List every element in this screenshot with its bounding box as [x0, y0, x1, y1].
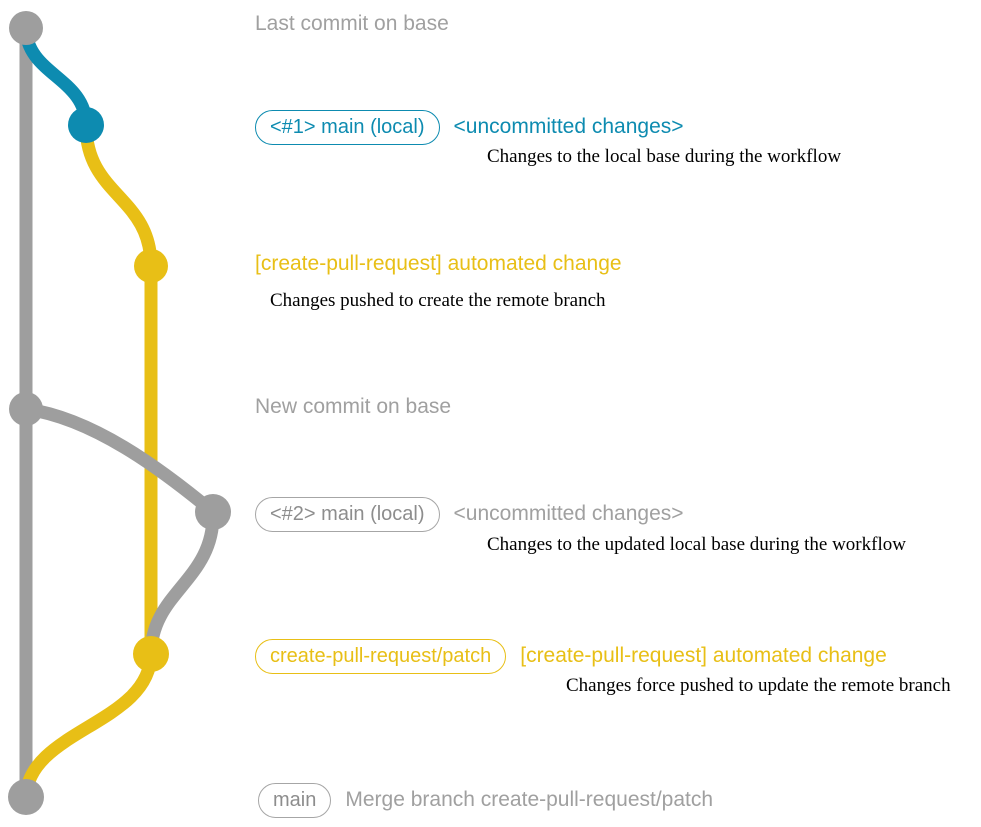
commit-node-c0	[9, 11, 43, 45]
commit-row-automated-change-1: [create-pull-request] automated change	[255, 253, 622, 274]
commit-row-new-commit: New commit on base	[255, 396, 451, 417]
commit-detail-local-2: Changes to the updated local base during…	[487, 534, 906, 555]
edge-c5-c6	[19, 647, 158, 804]
branch-badge-main-local-2[interactable]: <#2> main (local)	[255, 497, 440, 532]
commit-message-automated-change-1: [create-pull-request] automated change	[255, 252, 622, 275]
edge-c1-c2	[79, 118, 158, 273]
commit-node-c1	[68, 107, 104, 143]
commit-node-c2	[134, 249, 168, 283]
commit-node-c5	[133, 636, 169, 672]
commit-detail-local-1: Changes to the local base during the wor…	[487, 146, 842, 167]
commit-node-c6	[8, 779, 44, 815]
commit-node-c3	[9, 392, 43, 426]
commit-row-automated-change-2: create-pull-request/patch [create-pull-r…	[255, 639, 887, 674]
branch-badge-main-local-1[interactable]: <#1> main (local)	[255, 110, 440, 145]
commit-row-local-2: <#2> main (local) <uncommitted changes>	[255, 497, 684, 532]
commit-nodes	[8, 11, 231, 815]
branch-badge-main[interactable]: main	[258, 783, 332, 818]
commit-row-merge: main Merge branch create-pull-request/pa…	[258, 783, 713, 818]
commit-row-last-commit: Last commit on base	[255, 13, 449, 34]
commit-node-c4	[195, 494, 231, 530]
commit-message-new-commit: New commit on base	[255, 395, 452, 418]
commit-message-local-1: <uncommitted changes>	[453, 115, 684, 138]
commit-message-local-2: <uncommitted changes>	[453, 502, 684, 525]
commit-detail-automated-change-1: Changes pushed to create the remote bran…	[270, 290, 606, 311]
edge-c3-c4	[19, 402, 220, 519]
edge-c4-c5	[144, 505, 220, 661]
commit-message-last-commit: Last commit on base	[255, 12, 449, 35]
commit-detail-automated-change-2: Changes force pushed to update the remot…	[566, 675, 951, 696]
commit-message-merge: Merge branch create-pull-request/patch	[345, 788, 714, 811]
commit-message-automated-change-2: [create-pull-request] automated change	[520, 644, 887, 667]
commit-row-local-1: <#1> main (local) <uncommitted changes>	[255, 110, 684, 145]
branch-badge-create-pull-request-patch[interactable]: create-pull-request/patch	[255, 639, 507, 674]
